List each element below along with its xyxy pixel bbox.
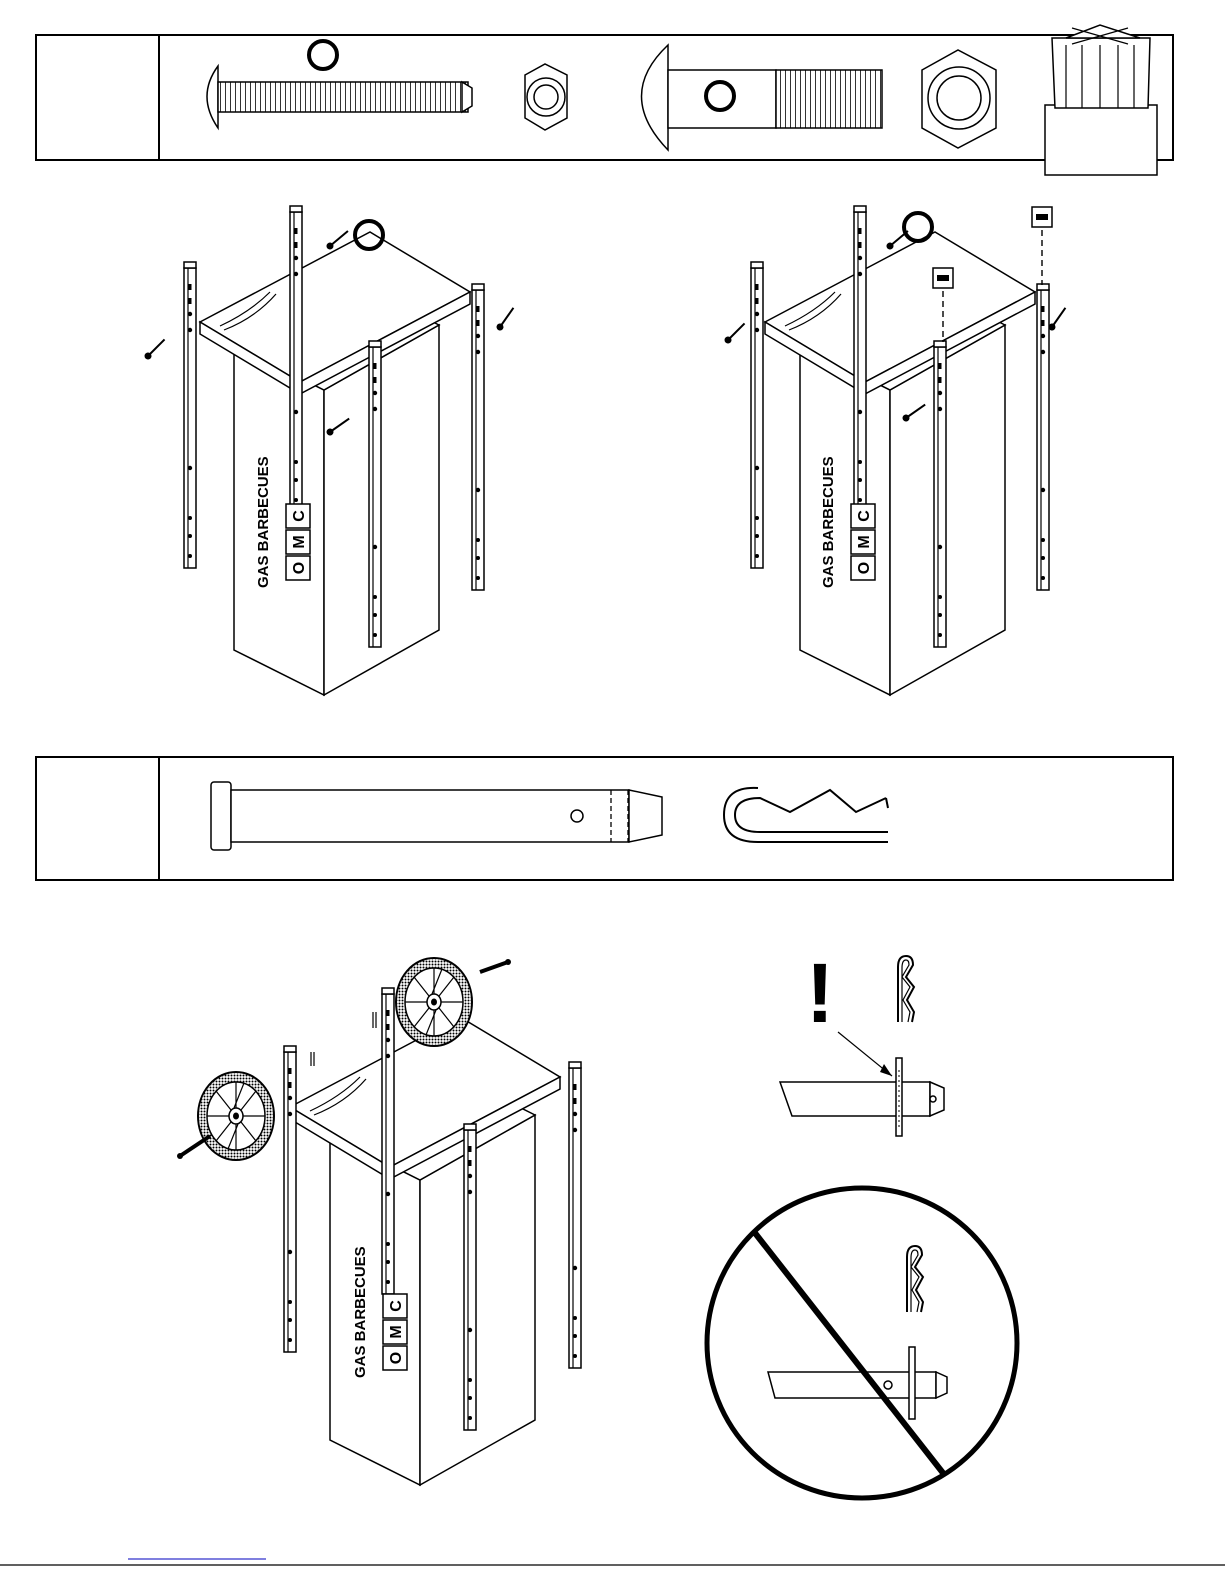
logo-letter-m: M bbox=[388, 1325, 405, 1338]
step-wheels-diagram bbox=[177, 958, 581, 1485]
screw-icon bbox=[207, 41, 472, 128]
bolt-icon bbox=[642, 45, 883, 150]
leg-cap-icon bbox=[1045, 25, 1157, 175]
logo-letter-m: M bbox=[291, 535, 308, 548]
logo-tagline: GAS BARBECUES bbox=[820, 456, 837, 588]
logo-letter-o: O bbox=[388, 1352, 405, 1364]
correct-clip-diagram: ! bbox=[780, 946, 944, 1136]
warning-symbol: ! bbox=[806, 946, 834, 1040]
parts-panel-2 bbox=[36, 757, 1173, 880]
logo-letter-c: C bbox=[856, 510, 873, 522]
logo-tagline: GAS BARBECUES bbox=[255, 456, 272, 588]
logo-letter-m: M bbox=[856, 535, 873, 548]
axle-pin-detail-icon bbox=[780, 1058, 944, 1136]
r-clip-icon bbox=[724, 788, 888, 842]
axle-pin-icon bbox=[211, 782, 662, 850]
logo-letter-c: C bbox=[388, 1300, 405, 1312]
step-legs-bolts-diagram bbox=[141, 206, 520, 695]
prohibition-icon bbox=[707, 1188, 1017, 1498]
large-nut-icon bbox=[922, 50, 996, 148]
nut-icon bbox=[525, 64, 567, 130]
logo-letter-o: O bbox=[291, 562, 308, 574]
logo-letter-c: C bbox=[291, 510, 308, 522]
logo-letter-o: O bbox=[856, 562, 873, 574]
step-legs-caps-diagram bbox=[721, 206, 1072, 695]
parts-panel-1 bbox=[36, 25, 1173, 175]
logo-tagline: GAS BARBECUES bbox=[352, 1246, 369, 1378]
wrench-ring-icon-2 bbox=[904, 213, 932, 241]
